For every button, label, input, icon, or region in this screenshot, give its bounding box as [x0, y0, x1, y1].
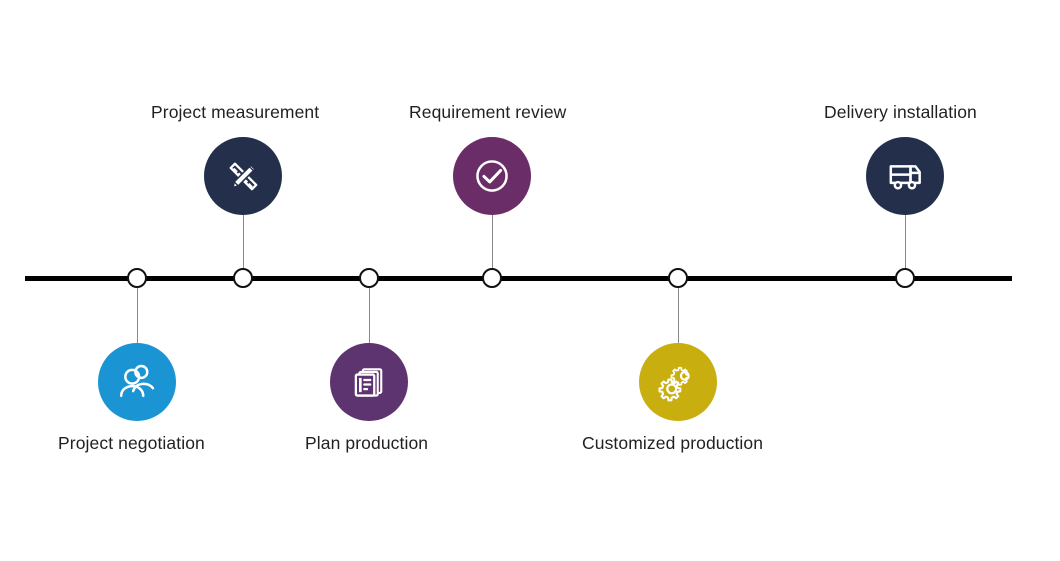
step-label-delivery-installation: Delivery installation	[824, 102, 977, 122]
axis-node-step-3[interactable]	[359, 268, 379, 288]
step-label-plan-production: Plan production	[305, 433, 429, 453]
stem-step-2	[243, 214, 244, 272]
step-icon-project-negotiation[interactable]	[98, 343, 176, 421]
axis-node-step-4[interactable]	[482, 268, 502, 288]
step-icon-plan-production[interactable]	[330, 343, 408, 421]
stem-step-5	[678, 288, 679, 344]
axis-node-step-2[interactable]	[233, 268, 253, 288]
axis-node-step-5[interactable]	[668, 268, 688, 288]
step-label-requirement-review: Requirement review	[409, 102, 567, 122]
step-icon-delivery-installation[interactable]	[866, 137, 944, 215]
stem-step-6	[905, 214, 906, 272]
delivery-truck-icon	[883, 154, 927, 198]
axis-node-step-1[interactable]	[127, 268, 147, 288]
step-icon-customized-production[interactable]	[639, 343, 717, 421]
gears-icon	[655, 359, 701, 405]
step-label-customized-production: Customized production	[582, 433, 764, 453]
timeline-axis	[25, 276, 1012, 281]
axis-node-step-6[interactable]	[895, 268, 915, 288]
stem-step-1	[137, 288, 138, 344]
check-circle-icon	[469, 153, 515, 199]
stem-step-4	[492, 214, 493, 272]
step-label-project-negotiation: Project negotiation	[58, 433, 205, 453]
documents-stack-icon	[348, 361, 390, 403]
users-group-icon	[114, 359, 160, 405]
pencil-ruler-icon	[221, 154, 265, 198]
step-label-project-measurement: Project measurement	[151, 102, 320, 122]
stem-step-3	[369, 288, 370, 344]
step-icon-project-measurement[interactable]	[204, 137, 282, 215]
step-icon-requirement-review[interactable]	[453, 137, 531, 215]
